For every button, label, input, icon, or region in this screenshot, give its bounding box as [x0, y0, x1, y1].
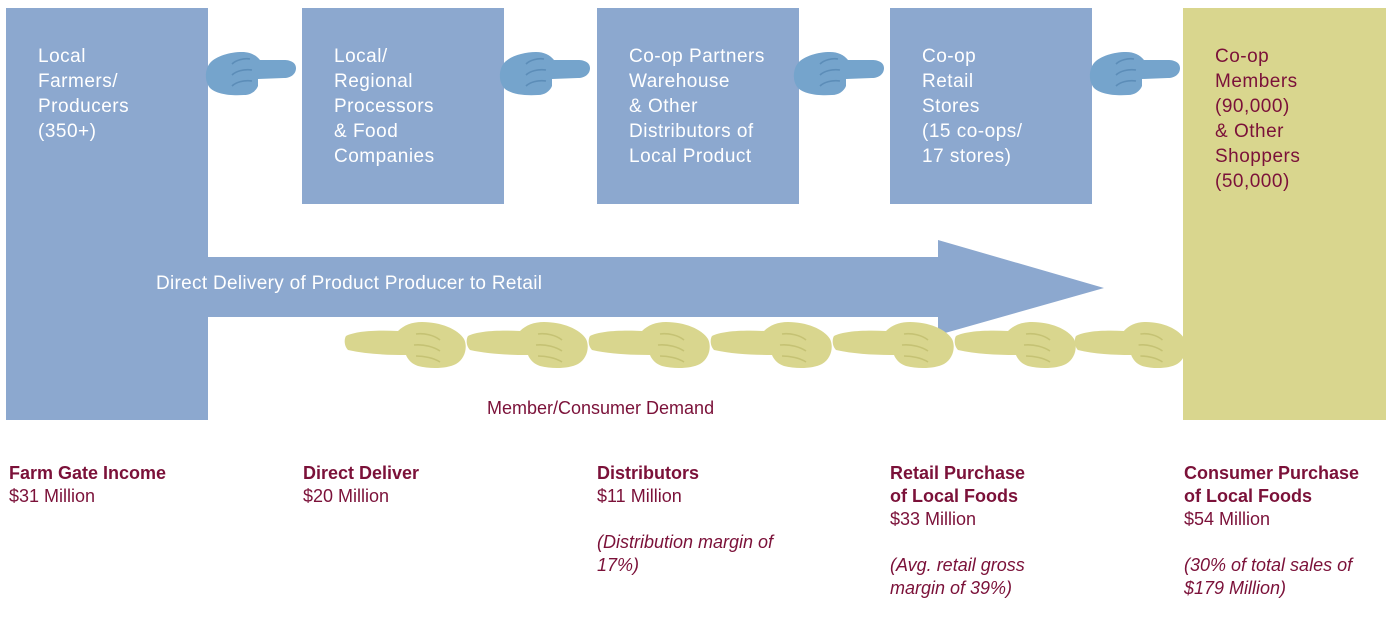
- box-retail-stores: Co-op Retail Stores (15 co-ops/ 17 store…: [890, 8, 1092, 204]
- pointing-hand-icon: [793, 51, 885, 97]
- box-processors: Local/ Regional Processors & Food Compan…: [302, 8, 504, 204]
- column-note: (Avg. retail gross: [890, 555, 1025, 575]
- box-line: (50,000): [1215, 171, 1290, 192]
- box-line: Shoppers: [1215, 146, 1301, 167]
- box-line: Co-op Partners: [629, 46, 765, 67]
- column-distributors: Distributors $11 Million (Distribution m…: [597, 462, 827, 577]
- box-line: Distributors of: [629, 121, 754, 142]
- box-line: & Other: [1215, 121, 1284, 142]
- box-line: 17 stores): [922, 146, 1012, 167]
- column-title: of Local Foods: [890, 486, 1018, 506]
- column-value: $20 Million: [303, 486, 390, 506]
- box-line: Producers: [38, 96, 130, 117]
- box-line: Stores: [922, 96, 980, 117]
- column-note: (Distribution margin of: [597, 532, 774, 552]
- box-local-farmers: Local Farmers/ Producers (350+): [6, 8, 208, 420]
- column-note: 17%): [597, 555, 640, 575]
- box-line: Co-op: [922, 46, 977, 67]
- box-line: & Food: [334, 121, 399, 142]
- pointing-hand-icon: [1073, 321, 1187, 369]
- pointing-hand-icon: [1089, 51, 1181, 97]
- box-line: Local/: [334, 46, 388, 67]
- box-line: Local: [38, 46, 86, 67]
- column-title: Distributors: [597, 463, 700, 483]
- box-line: Members: [1215, 71, 1298, 92]
- pointing-hand-icon: [709, 321, 833, 369]
- box-line: Retail: [922, 71, 974, 92]
- box-line: Regional: [334, 71, 413, 92]
- pointing-hand-icon: [343, 321, 467, 369]
- box-line: & Other: [629, 96, 698, 117]
- column-direct-deliver: Direct Deliver $20 Million: [303, 462, 533, 508]
- column-consumer-purchase: Consumer Purchase of Local Foods $54 Mil…: [1184, 462, 1390, 600]
- column-title: of Local Foods: [1184, 486, 1312, 506]
- box-consumers: Co-op Members (90,000) & Other Shoppers …: [1183, 8, 1386, 420]
- consumer-demand-label: Member/Consumer Demand: [487, 398, 715, 418]
- column-value: $11 Million: [597, 486, 682, 506]
- pointing-hand-icon: [499, 51, 591, 97]
- box-line: Warehouse: [629, 71, 730, 92]
- box-line: Farmers/: [38, 71, 118, 92]
- box-line: Processors: [334, 96, 435, 117]
- column-note: (30% of total sales of: [1184, 555, 1353, 575]
- box-line: (350+): [38, 121, 97, 142]
- direct-delivery-label: Direct Delivery of Product Producer to R…: [156, 273, 543, 294]
- pointing-hand-icon: [465, 321, 589, 369]
- pointing-hand-icon: [831, 321, 955, 369]
- column-farm-gate: Farm Gate Income $31 Million: [9, 462, 239, 508]
- box-line: (15 co-ops/: [922, 121, 1023, 142]
- column-retail-purchase: Retail Purchase of Local Foods $33 Milli…: [890, 462, 1120, 600]
- box-line: Companies: [334, 146, 435, 167]
- column-title: Farm Gate Income: [9, 463, 167, 483]
- box-line: Local Product: [629, 146, 752, 167]
- column-value: $54 Million: [1184, 509, 1271, 529]
- box-line: (90,000): [1215, 96, 1290, 117]
- direct-delivery-arrow: [200, 240, 1104, 335]
- box-distributors: Co-op Partners Warehouse & Other Distrib…: [597, 8, 799, 204]
- pointing-hand-icon: [205, 51, 297, 97]
- column-title: Direct Deliver: [303, 463, 420, 483]
- pointing-hand-icon: [953, 321, 1077, 369]
- column-value: $31 Million: [9, 486, 96, 506]
- pointing-hand-icon: [587, 321, 711, 369]
- box-line: Co-op: [1215, 46, 1270, 67]
- column-title: Consumer Purchase: [1184, 463, 1360, 483]
- column-note: $179 Million): [1184, 578, 1287, 598]
- column-title: Retail Purchase: [890, 463, 1026, 483]
- column-note: margin of 39%): [890, 578, 1013, 598]
- column-value: $33 Million: [890, 509, 977, 529]
